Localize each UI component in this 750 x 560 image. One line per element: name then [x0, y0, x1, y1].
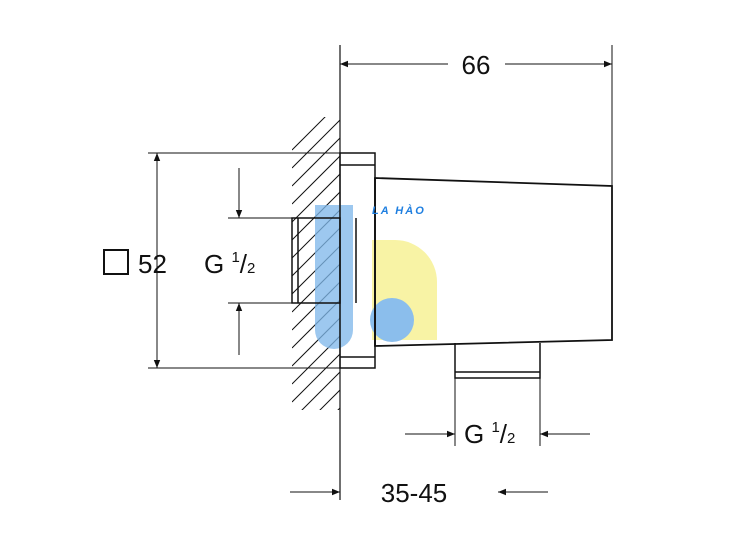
dim-thread-bottom: [405, 378, 590, 446]
dim-thread-left-label: G 1/2: [204, 249, 255, 279]
watermark-logo: [315, 205, 437, 349]
watermark-blue-circle: [370, 298, 414, 342]
square-symbol: [103, 249, 129, 275]
dim-overall-width-label: 66: [462, 50, 491, 80]
thread-left-slash: /: [240, 249, 248, 279]
watermark-blue-bar: [315, 205, 353, 349]
thread-bottom-numerator: 1: [491, 419, 499, 436]
thread-left-denominator: 2: [247, 260, 255, 277]
thread-bottom-slash: /: [500, 419, 508, 449]
watermark-text: LA HÀO: [372, 204, 426, 217]
thread-bottom-prefix: G: [464, 419, 491, 449]
dim-wall-distance-label: 35-45: [381, 478, 448, 508]
thread-left-prefix: G: [204, 249, 231, 279]
dim-square-size-label: 52: [138, 249, 167, 279]
dim-square-size: [148, 152, 340, 369]
dim-thread-bottom-label: G 1/2: [464, 419, 515, 449]
dim-thread-left: [228, 168, 292, 355]
dim-overall-width: [340, 45, 613, 186]
thread-bottom-denominator: 2: [507, 430, 515, 447]
bottom-outlet: [454, 343, 541, 379]
thread-left-numerator: 1: [231, 249, 239, 266]
